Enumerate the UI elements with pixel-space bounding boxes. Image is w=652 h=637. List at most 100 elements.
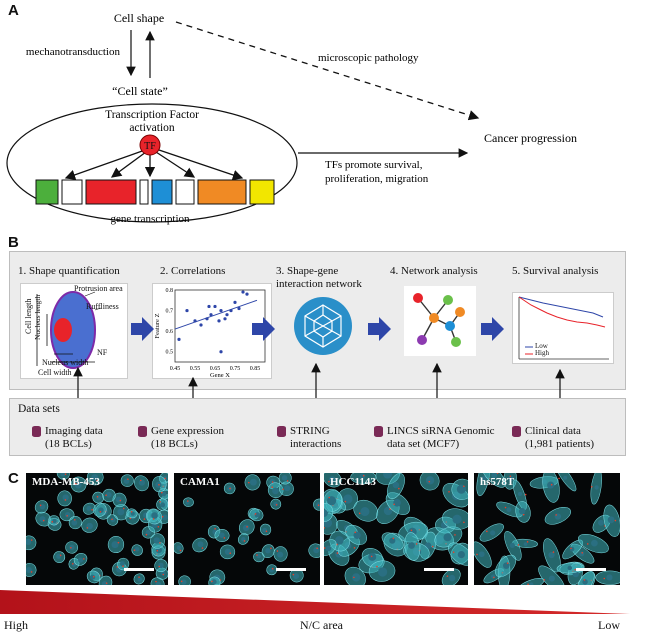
gradient-mid-label: N/C area [300,618,343,632]
data-point [219,308,223,313]
red-marker [555,514,557,516]
red-marker [286,480,289,482]
network-graph-icon [413,293,465,347]
x-tick-label: 0.85 [250,366,261,372]
tf-activation-line1: Transcription Factor [105,109,199,121]
cell-line-label: CAMA1 [180,476,220,488]
dataset-line2: (18 BCLs) [45,438,92,450]
red-marker [603,577,606,580]
cell-nucleus [197,541,204,548]
cell-nucleus [272,487,279,495]
cell-nucleus [563,475,568,480]
cell-nucleus [490,530,496,536]
red-marker [558,477,560,480]
red-marker [143,518,146,520]
red-marker [452,551,455,553]
red-marker [64,499,67,501]
cell-nucleus [265,547,271,554]
mechanotransduction-text: mechanotransduction [26,46,121,58]
cell-nucleus [392,481,400,489]
data-point [219,350,223,354]
red-marker [271,481,274,483]
red-marker [398,487,400,490]
cell-state-text: “Cell state” [112,84,168,98]
cell-nucleus [159,502,166,508]
gradient-low-label: Low [598,618,620,632]
red-marker [358,512,361,515]
data-point [223,317,227,321]
cell-nucleus [60,473,66,477]
cell-nucleus [91,474,99,482]
data-point [237,306,241,311]
ruffliness-text: Ruffliness [86,302,119,311]
red-marker [344,500,347,503]
cell-nucleus [64,511,71,518]
red-marker [271,567,274,570]
microscopic-pathology-text: microscopic pathology [318,52,419,64]
red-marker [522,513,525,516]
cell-nucleus [117,508,125,516]
cell-nucleus [77,557,84,563]
data-point [177,337,181,341]
red-marker [66,514,68,517]
cell-nucleus [517,491,523,497]
dataset-clinical: Clinical data(1,981 patients) [512,425,594,451]
cell-nucleus [457,550,465,559]
cell-nucleus [161,491,167,497]
cell-shape-text: Cell shape [114,11,164,25]
red-marker [155,580,157,583]
cell-nucleus [115,496,122,503]
red-marker [463,485,465,488]
arrow-3 [368,317,391,341]
red-marker [392,537,395,540]
step-5-label: 5. Survival analysis [512,265,599,277]
red-marker [463,521,465,524]
cell-nucleus [508,475,514,482]
cell-nucleus [481,475,487,481]
red-marker [229,487,231,490]
red-marker [73,518,76,521]
data-point [245,292,249,296]
red-marker [570,547,572,550]
red-marker [431,545,434,548]
cell-nucleus [389,537,396,544]
cell-width-text: Cell width [38,368,72,377]
cell-nucleus [548,551,555,559]
data-point [233,300,237,304]
red-marker [99,510,102,513]
nf-text: NF [97,348,108,357]
y-tick-label: 0.6 [166,329,174,335]
red-marker [51,521,54,523]
red-marker [393,503,395,506]
cell-nucleus [71,519,78,526]
red-marker [493,576,495,579]
red-marker [161,515,164,518]
cell-nucleus [26,538,32,545]
gene-block [197,179,247,205]
cell-nucleus [567,565,573,571]
red-marker [129,517,132,520]
cell-nucleus [448,574,456,582]
nucleus-width-text: Nucleus width [42,358,89,367]
red-marker [111,518,113,521]
red-marker [152,518,155,520]
cell-nucleus [153,537,161,544]
cell-nucleus [343,494,353,504]
network-icon [294,297,352,355]
red-marker [583,579,586,581]
data-point [207,304,211,309]
dataset-arrows [73,362,565,400]
cell-nucleus [86,505,92,511]
dataset-line1: STRING [290,425,330,437]
cell-nucleus [598,519,604,526]
cell-nucleus [39,516,46,523]
cell-line-label: hs578T [480,476,515,488]
cell-nucleus [554,513,562,520]
arrow-4 [481,317,504,341]
red-marker [446,575,449,577]
dataset-line1: LINCS siRNA Genomic [387,425,495,437]
cell-nucleus [161,514,168,521]
red-marker [229,552,232,554]
red-marker [39,504,42,507]
